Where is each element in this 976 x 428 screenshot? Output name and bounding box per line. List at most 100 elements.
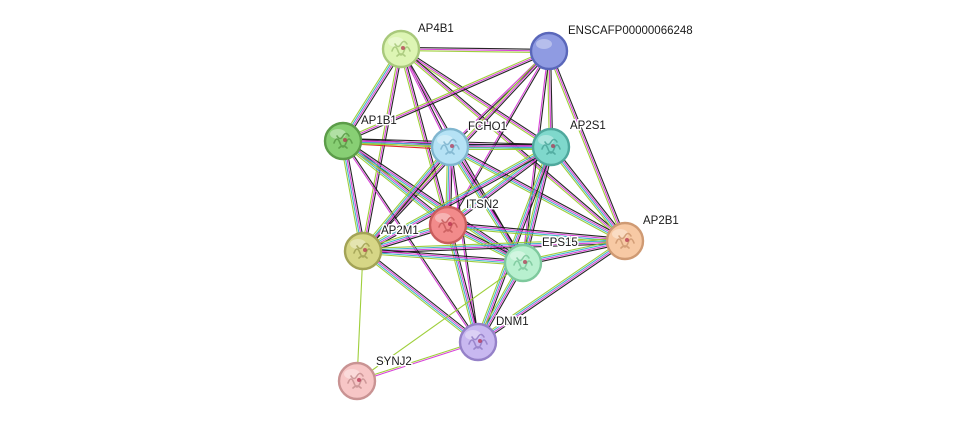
edge-evidence-line xyxy=(475,145,550,342)
edge-evidence-line xyxy=(448,224,480,343)
node-highlight xyxy=(536,39,552,49)
edge-evidence-line xyxy=(343,138,525,262)
node-synj2[interactable]: SYNJ2 xyxy=(337,355,413,401)
node-label: SYNJ2 xyxy=(376,356,412,368)
node-label: EPS15 xyxy=(542,237,578,249)
node-eps15[interactable]: EPS15 xyxy=(503,236,579,283)
edge-evidence-line xyxy=(447,147,553,227)
edge-enscafp00000066248-ap1b1 xyxy=(341,48,551,144)
edge-ap4b1-itsn2 xyxy=(398,48,451,226)
edge-evidence-line xyxy=(356,250,364,382)
node-ap4b1[interactable]: AP4B1 xyxy=(381,22,455,69)
node-circle[interactable] xyxy=(605,221,645,261)
node-dnm1[interactable]: DNM1 xyxy=(458,315,530,362)
edge-evidence-line xyxy=(400,48,449,226)
node-circle[interactable] xyxy=(343,231,383,271)
edge-evidence-line xyxy=(363,248,481,341)
node-circle[interactable] xyxy=(531,127,571,167)
protein-structure-icon xyxy=(347,372,367,389)
edge-evidence-line xyxy=(362,145,552,251)
node-circle[interactable] xyxy=(381,29,421,69)
node-circle[interactable] xyxy=(337,361,377,401)
edge-ap2s1-ap2b1 xyxy=(548,144,628,244)
node-circle[interactable] xyxy=(458,322,498,362)
edge-evidence-line xyxy=(362,251,524,265)
node-ap2s1[interactable]: AP2S1 xyxy=(531,119,607,167)
edge-evidence-line xyxy=(399,49,551,149)
edge-ap2b1-dnm1 xyxy=(476,238,627,345)
edge-evidence-line xyxy=(476,238,625,341)
edge-evidence-line xyxy=(398,48,448,226)
node-circle[interactable] xyxy=(428,205,468,245)
edge-evidence-line xyxy=(450,144,627,240)
edge-evidence-line xyxy=(447,225,626,243)
edge-evidence-line xyxy=(552,144,628,241)
node-circle[interactable] xyxy=(503,243,543,283)
edge-ap4b1-ap2s1 xyxy=(399,47,553,149)
edge-evidence-line xyxy=(477,241,627,344)
edge-evidence-line xyxy=(548,147,624,244)
edge-evidence-line xyxy=(361,145,450,252)
node-label: ITSN2 xyxy=(466,199,499,211)
edge-evidence-line xyxy=(401,47,553,147)
protein-structure-icon xyxy=(513,254,533,271)
node-circle[interactable] xyxy=(529,31,569,71)
edge-ap4b1-ap2m1 xyxy=(360,48,404,252)
protein-structure-icon xyxy=(438,216,458,233)
edge-evidence-line xyxy=(400,50,550,54)
edge-evidence-line xyxy=(364,48,404,252)
edge-evidence-line xyxy=(362,147,552,253)
edge-evidence-line xyxy=(548,50,626,242)
edge-evidence-line xyxy=(356,340,479,381)
edge-evidence-line xyxy=(342,50,550,142)
edge-evidence-line xyxy=(447,223,626,241)
edge-ap1b1-dnm1 xyxy=(341,140,480,344)
node-label: ENSCAFP00000066248 xyxy=(568,25,693,37)
edge-evidence-line xyxy=(400,46,550,50)
edge-evidence-line xyxy=(360,144,449,251)
node-ap2m1[interactable]: AP2M1 xyxy=(343,224,420,271)
edge-evidence-line xyxy=(343,140,480,343)
edge-evidence-line xyxy=(356,262,524,382)
edge-evidence-line xyxy=(362,249,524,263)
node-enscafp00000066248[interactable]: ENSCAFP00000066248 xyxy=(529,24,694,71)
edge-evidence-line xyxy=(362,252,524,266)
node-ap1b1[interactable]: AP1B1 xyxy=(323,114,398,161)
edge-evidence-line xyxy=(343,51,551,144)
edge-enscafp00000066248-ap2b1 xyxy=(546,49,628,243)
protein-structure-icon xyxy=(333,132,353,149)
edge-evidence-line xyxy=(546,51,625,243)
edge-evidence-line xyxy=(400,48,550,52)
node-itsn2[interactable]: ITSN2 xyxy=(428,198,500,245)
edge-evidence-line xyxy=(362,249,480,342)
edge-evidence-line xyxy=(362,48,402,252)
edge-ap2m1-dnm1 xyxy=(360,248,481,345)
node-circle[interactable] xyxy=(323,121,363,161)
edge-fcho1-ap2m1 xyxy=(360,144,453,254)
edge-ap2b1-ap2m1 xyxy=(362,238,626,254)
edge-dnm1-synj2 xyxy=(356,340,479,383)
protein-structure-icon xyxy=(468,333,488,350)
node-label: AP1B1 xyxy=(361,115,397,127)
edge-evidence-line xyxy=(520,145,550,263)
node-label: DNM1 xyxy=(496,316,529,328)
node-ap2b1[interactable]: AP2B1 xyxy=(605,214,680,261)
edge-evidence-line xyxy=(341,140,478,344)
node-label: FCHO1 xyxy=(468,121,507,133)
edge-ap2m1-synj2 xyxy=(356,250,364,382)
node-circle[interactable] xyxy=(430,127,470,167)
edge-evidence-line xyxy=(360,48,400,252)
edge-evidence-line xyxy=(362,241,626,253)
protein-structure-icon xyxy=(353,242,373,259)
node-label: AP2M1 xyxy=(381,225,419,237)
edge-ap2s1-ap2m1 xyxy=(361,144,553,254)
edge-evidence-line xyxy=(449,223,481,342)
edge-ap2m1-eps15 xyxy=(362,248,524,266)
node-label: AP2S1 xyxy=(570,120,606,132)
edge-ap4b1-enscafp00000066248 xyxy=(400,46,550,54)
node-fcho1[interactable]: FCHO1 xyxy=(430,120,508,167)
edge-evidence-line xyxy=(362,239,626,251)
edge-evidence-line xyxy=(400,48,552,148)
edge-evidence-line xyxy=(363,146,452,253)
